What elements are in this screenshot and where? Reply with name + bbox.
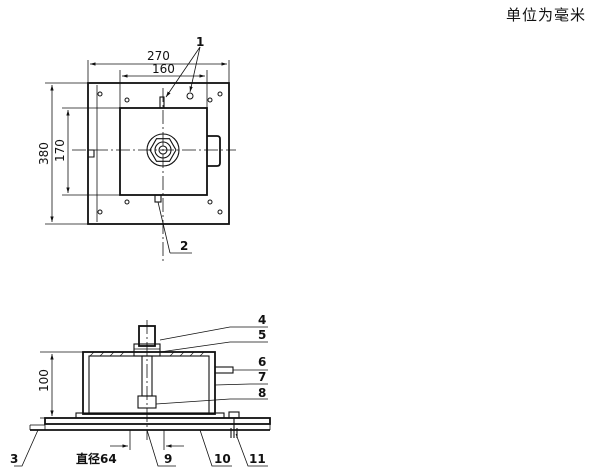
box-inner-wall bbox=[88, 355, 210, 414]
callout-11: 11 bbox=[249, 452, 266, 466]
callout-3: 3 bbox=[10, 452, 18, 466]
front-view: 直径64 100 4 5 6 7 8 3 9 10 11 bbox=[10, 313, 271, 467]
nut-hexagon bbox=[149, 138, 177, 162]
top-view: 270 160 380 170 1 2 bbox=[37, 35, 236, 262]
leader-8 bbox=[155, 398, 268, 405]
bolt-hole bbox=[97, 209, 103, 215]
callout-1: 1 bbox=[196, 35, 204, 49]
dim-diameter: 直径64 bbox=[76, 451, 117, 466]
nut-outer-circle bbox=[146, 133, 180, 167]
dim-inner-width: 160 bbox=[152, 62, 175, 76]
callout-6: 6 bbox=[258, 355, 266, 369]
leader-5 bbox=[159, 341, 268, 353]
leader-7 bbox=[214, 383, 268, 386]
dim-overall-width: 270 bbox=[147, 49, 170, 63]
bolt-hole bbox=[207, 199, 213, 205]
bolt-hole bbox=[217, 91, 223, 97]
leader-4 bbox=[159, 326, 268, 341]
dim-inner-height: 170 bbox=[53, 139, 67, 162]
callout-9: 9 bbox=[164, 452, 172, 466]
nut-inner-circle bbox=[154, 141, 172, 159]
callout-7: 7 bbox=[258, 370, 266, 384]
port-hole bbox=[186, 92, 194, 100]
base-plate bbox=[44, 417, 271, 425]
box-outer-wall bbox=[82, 351, 216, 415]
bolt-hole bbox=[207, 97, 213, 103]
leader-9 bbox=[146, 429, 176, 467]
leader-10 bbox=[199, 429, 232, 467]
callout-5: 5 bbox=[258, 328, 266, 342]
base-plate-outline bbox=[87, 82, 230, 225]
callout-2: 2 bbox=[180, 239, 188, 253]
port-tube bbox=[214, 366, 234, 374]
nut-core bbox=[158, 145, 168, 155]
item2-block bbox=[154, 194, 162, 203]
leader-1a bbox=[165, 46, 201, 98]
bolt-hole bbox=[97, 91, 103, 97]
dim-height: 100 bbox=[37, 369, 51, 392]
bolt-hole bbox=[124, 199, 130, 205]
inner-box-outline bbox=[119, 107, 208, 196]
leader-3 bbox=[14, 429, 39, 467]
probe-slot bbox=[159, 96, 165, 109]
leader-1b bbox=[189, 46, 201, 93]
bolt-hole bbox=[217, 209, 223, 215]
leader-2 bbox=[157, 201, 171, 254]
unit-note: 单位为毫米 bbox=[506, 6, 587, 24]
dim-overall-height: 380 bbox=[37, 142, 51, 165]
bolt-hole bbox=[124, 97, 130, 103]
lid-hatch bbox=[89, 351, 205, 357]
handle bbox=[207, 135, 221, 167]
callout-8: 8 bbox=[258, 386, 266, 400]
leader-11 bbox=[235, 433, 268, 467]
callout-10: 10 bbox=[214, 452, 231, 466]
callout-4: 4 bbox=[258, 313, 266, 327]
